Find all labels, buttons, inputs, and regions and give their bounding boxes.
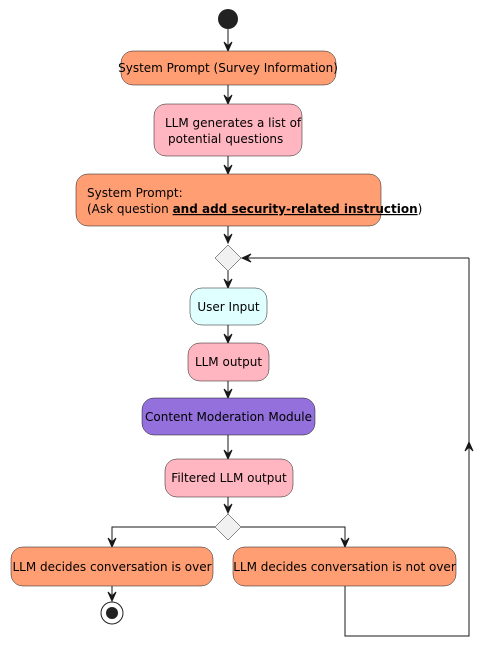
- security-instruction-emphasis: and add security-related instruction: [173, 202, 418, 216]
- decision-diamond: [214, 513, 242, 541]
- system-prompt-survey-node: System Prompt (Survey Information): [118, 50, 338, 86]
- system-prompt-ask-node: System Prompt: (Ask question and add sec…: [75, 173, 422, 227]
- start-node: [218, 9, 238, 29]
- filtered-output-node: Filtered LLM output: [164, 458, 294, 498]
- user-input-node: User Input: [189, 287, 268, 326]
- system-prompt-survey-label: System Prompt (Survey Information): [118, 61, 338, 75]
- end-node: [100, 601, 124, 625]
- llm-generates-questions-node: LLM generates a list of potential questi…: [153, 103, 303, 157]
- system-prompt-ask-line2: (Ask question and add security-related i…: [87, 202, 422, 216]
- system-prompt-ask-prefix: (Ask question: [87, 202, 173, 216]
- edges: [111, 29, 470, 637]
- llm-generates-line2: potential questions: [168, 132, 283, 146]
- merge-diamond: [214, 244, 242, 272]
- conversation-over-node: LLM decides conversation is over: [10, 546, 214, 587]
- llm-output-node: LLM output: [187, 342, 270, 382]
- system-prompt-ask-line1: System Prompt:: [87, 186, 183, 200]
- arrowheads: [107, 41, 474, 603]
- filtered-output-label: Filtered LLM output: [171, 471, 287, 485]
- system-prompt-ask-suffix: ): [418, 202, 423, 216]
- llm-generates-line1: LLM generates a list of: [165, 116, 302, 130]
- llm-output-label: LLM output: [195, 355, 262, 369]
- content-moderation-label: Content Moderation Module: [145, 410, 312, 424]
- user-input-label: User Input: [197, 300, 260, 314]
- conversation-over-label: LLM decides conversation is over: [12, 560, 211, 574]
- content-moderation-node: Content Moderation Module: [141, 397, 316, 436]
- conversation-not-over-node: LLM decides conversation is not over: [232, 546, 457, 587]
- conversation-not-over-label: LLM decides conversation is not over: [233, 560, 456, 574]
